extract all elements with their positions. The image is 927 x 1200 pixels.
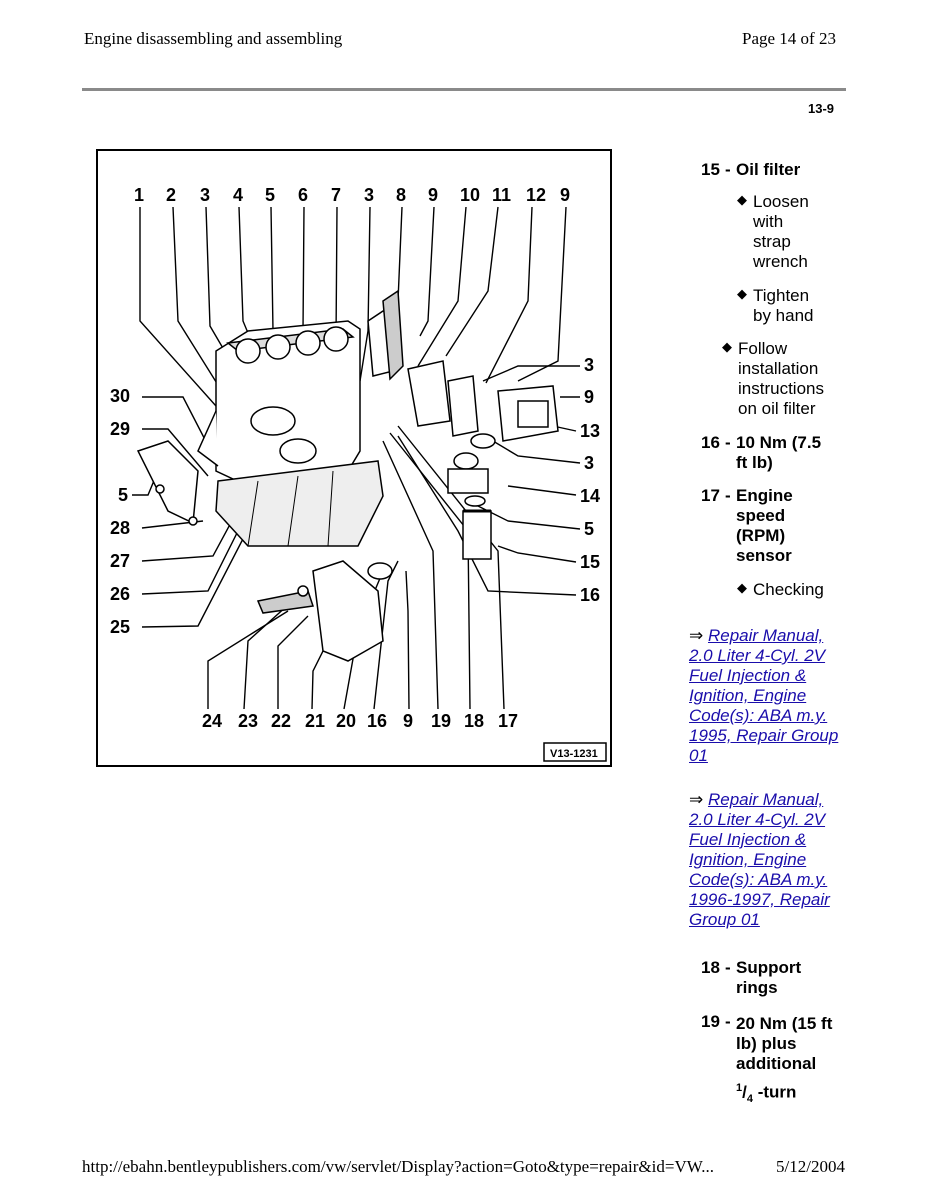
figure-code: V13-1231 [550, 748, 598, 760]
item-title: Engine speed (RPM) sensor [736, 486, 793, 565]
callout-1: 1 [134, 185, 144, 205]
callout-26: 26 [110, 584, 130, 604]
callout-11: 11 [492, 185, 511, 205]
repair-manual-1996-link[interactable]: Repair Manual, 2.0 Liter 4-Cyl. 2V Fuel … [689, 790, 830, 929]
header-divider [82, 88, 846, 91]
double-right-arrow-icon: ⇒ [689, 626, 704, 645]
item-number: 19 [701, 1012, 720, 1031]
callout-10: 10 [460, 185, 480, 205]
quarter-turn-fraction: 1/4 -turn [736, 1082, 797, 1106]
callout-9c: 9 [403, 711, 413, 731]
callout-3b: 3 [364, 185, 374, 205]
callout-17: 17 [498, 711, 518, 731]
item-number: 15 [701, 160, 720, 179]
engine-exploded-diagram: 1 2 3 4 5 6 7 3 8 9 10 11 12 9 24 23 22 … [96, 149, 612, 767]
callout-9: 9 [428, 185, 438, 205]
double-right-arrow-icon: ⇒ [689, 790, 704, 809]
item-number: 16 [701, 433, 720, 452]
callout-22: 22 [271, 711, 291, 731]
callout-5: 5 [265, 185, 275, 205]
engine-drawing: 1 2 3 4 5 6 7 3 8 9 10 11 12 9 24 23 22 … [110, 185, 607, 762]
item-title: Support rings [736, 958, 802, 997]
callout-3-right: 3 [584, 355, 594, 375]
callout-30: 30 [110, 386, 130, 406]
footer-date: 5/12/2004 [776, 1157, 845, 1176]
callout-28: 28 [110, 518, 130, 538]
repair-manual-1995-link[interactable]: Repair Manual, 2.0 Liter 4-Cyl. 2V Fuel … [689, 626, 839, 765]
callout-7: 7 [331, 185, 341, 205]
item-number: 17 [701, 486, 720, 505]
item-title: 10 Nm (7.5 ft lb) [736, 433, 822, 472]
callout-25: 25 [110, 617, 130, 637]
callout-16: 16 [367, 711, 387, 731]
callout-3: 3 [200, 185, 210, 205]
callout-23: 23 [238, 711, 258, 731]
diamond-bullet-icon: ◆ [737, 192, 747, 207]
diamond-bullet-icon: ◆ [737, 580, 747, 595]
link-block-1995: ⇒ Repair Manual, 2.0 Liter 4-Cyl. 2V Fue… [689, 626, 844, 766]
diamond-bullet-icon: ◆ [722, 339, 732, 354]
section-number: 13-9 [808, 101, 835, 116]
callout-18: 18 [464, 711, 484, 731]
link-block-1996: ⇒ Repair Manual, 2.0 Liter 4-Cyl. 2V Fue… [689, 790, 844, 930]
callout-16-right: 16 [580, 585, 600, 605]
callout-19: 19 [431, 711, 451, 731]
callout-21: 21 [305, 711, 325, 731]
callout-8: 8 [396, 185, 406, 205]
callout-14: 14 [580, 486, 600, 506]
callout-3-right-b: 3 [584, 453, 594, 473]
item-number: 18 [701, 958, 720, 977]
footer-url: http://ebahn.bentleypublishers.com/vw/se… [82, 1157, 714, 1176]
item-title: Oil filter [736, 160, 801, 179]
callout-9b: 9 [560, 185, 570, 205]
callout-29: 29 [110, 419, 130, 439]
diamond-bullet-icon: ◆ [737, 286, 747, 301]
callout-5-right: 5 [584, 519, 594, 539]
callout-27: 27 [110, 551, 130, 571]
page-number: Page 14 of 23 [742, 29, 836, 48]
figure-code-box [543, 742, 607, 762]
callout-6: 6 [298, 185, 308, 205]
callout-24: 24 [202, 711, 222, 731]
callout-4: 4 [233, 185, 243, 205]
callout-2: 2 [166, 185, 176, 205]
document-title: Engine disassembling and assembling [84, 29, 343, 48]
callout-5-left: 5 [118, 485, 128, 505]
callout-20: 20 [336, 711, 356, 731]
callout-15: 15 [580, 552, 600, 572]
callout-13: 13 [580, 421, 600, 441]
callout-9-right: 9 [584, 387, 594, 407]
callout-12: 12 [526, 185, 546, 205]
